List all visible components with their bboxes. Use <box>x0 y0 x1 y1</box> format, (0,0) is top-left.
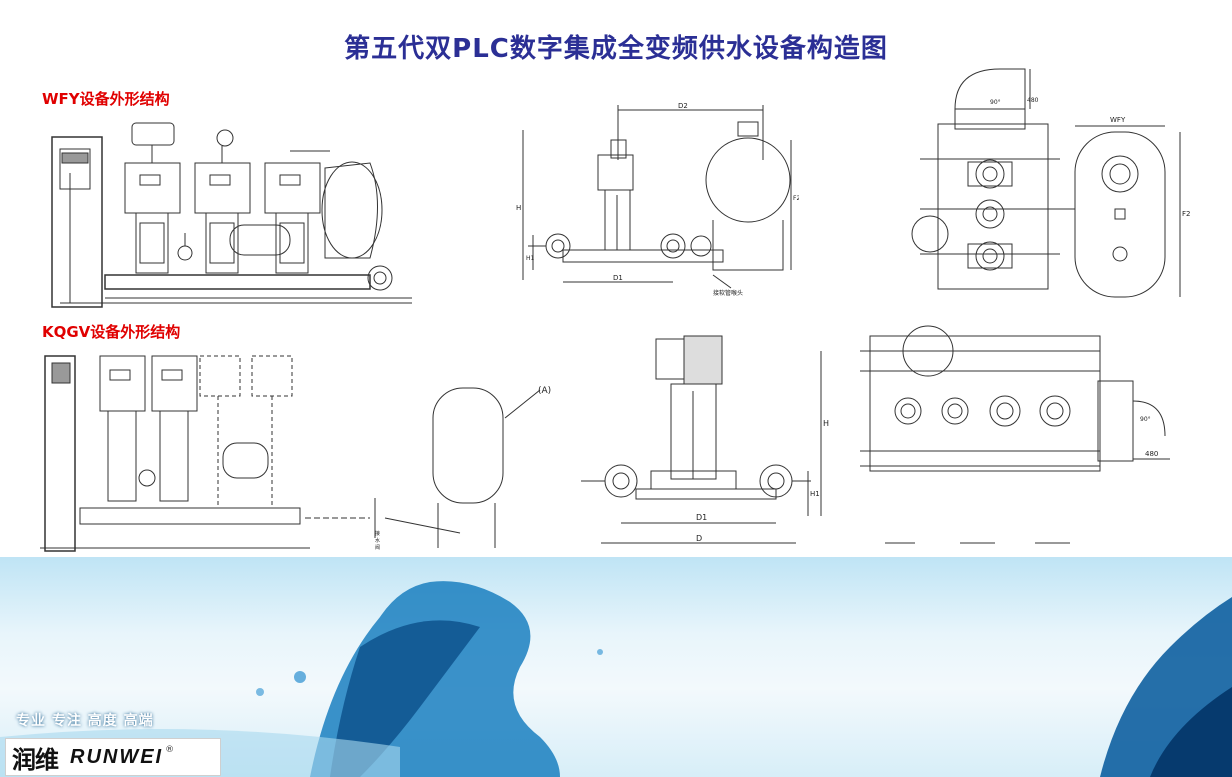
dim-480-top-label: 480 <box>1145 450 1158 458</box>
valve-note-2: 水 <box>375 537 380 544</box>
registered-mark: ® <box>165 745 175 755</box>
hose-note-label: 接软管喉头 <box>713 289 743 297</box>
wfy-side-view-drawing: D2 D1 H H1 F2 接软管喉头 <box>513 100 799 298</box>
kqgv-side-view-drawing: D1 D H H1 <box>576 331 836 553</box>
dim-d-side-label: D <box>696 534 702 543</box>
valve-note-1: 接 <box>375 530 380 537</box>
dim-d2-label: D2 <box>678 102 688 110</box>
logo-chinese-name: 润维 <box>12 744 59 774</box>
wfy-top-view-drawing: WFY F2 480 90° <box>910 64 1192 304</box>
dim-d1-side-label: D1 <box>696 513 707 522</box>
dim-h1-label: H1 <box>526 255 535 262</box>
company-slogan: 专业 专注 高度 高端 <box>16 713 154 729</box>
dim-angle-top-label: 90° <box>1140 416 1151 423</box>
dim-h-side-label: H <box>823 419 829 428</box>
callout-a-label: (A) <box>538 386 551 396</box>
kqgv-top-view-drawing: 480 90° <box>850 311 1192 557</box>
dim-angle-label: 90° <box>990 99 1001 106</box>
dim-h1-side-label: H1 <box>810 490 820 498</box>
kqgv-section-label: KQGV设备外形结构 <box>42 323 181 341</box>
valve-note-3: 阀 <box>375 544 380 551</box>
wfy-front-view-drawing <box>40 113 412 308</box>
dim-480-label: 480 <box>1027 97 1039 104</box>
dim-h-label: H <box>516 204 521 212</box>
water-splash-banner <box>0 557 1232 777</box>
dim-wfy-label: WFY <box>1110 116 1126 124</box>
logo-english-name: RUNWEI <box>70 745 164 768</box>
company-logo: 润维 RUNWEI ® <box>5 738 221 776</box>
dim-d1-label: D1 <box>613 274 623 282</box>
kqgv-front-view-drawing: (A) 接 水 阀 <box>40 348 560 555</box>
dim-f2-top-label: F2 <box>1182 210 1190 218</box>
page-title: 第五代双PLC数字集成全变频供水设备构造图 <box>344 34 888 64</box>
wfy-section-label: WFY设备外形结构 <box>42 90 170 108</box>
dim-f2-label: F2 <box>793 195 799 202</box>
